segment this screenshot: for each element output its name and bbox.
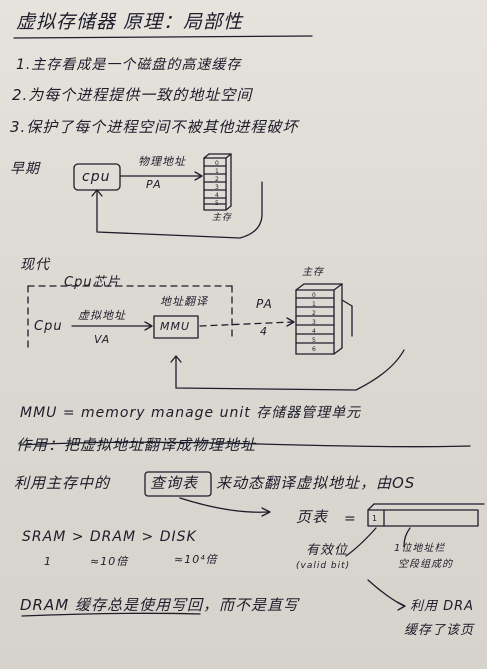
purpose-line: 作用：把虚拟地址翻译成物理地址 xyxy=(16,436,257,454)
point-1: 1.主存看成是一个磁盘的高速缓存 xyxy=(16,57,242,73)
page-table-equals: = xyxy=(344,511,357,527)
modern-pa-label: PA xyxy=(256,297,273,311)
page-table-label: 页表 xyxy=(296,508,329,526)
early-slot-0: 0 xyxy=(215,160,219,167)
early-pa-arrowhead xyxy=(194,171,203,181)
valid-bit-arrow xyxy=(345,527,377,557)
modern-slot-labels: 0 1 2 3 4 5 6 xyxy=(312,291,320,354)
early-loop-line xyxy=(96,181,263,239)
early-loop-arrowhead xyxy=(91,189,103,197)
early-slot-5: 5 xyxy=(215,200,219,207)
point-2: 2.为每个进程提供一致的地址空间 xyxy=(12,86,253,104)
mmu-label: MMU xyxy=(160,320,191,333)
right-note-line-1: 利用 DRA xyxy=(410,599,475,614)
early-main-memory-label: 主存 xyxy=(212,213,233,223)
early-physical-address-label: 物理地址 xyxy=(138,155,186,168)
early-memory-stack xyxy=(203,153,232,211)
page-table-arrow xyxy=(179,497,269,513)
early-pa-label: PA xyxy=(146,178,162,191)
page-table-row xyxy=(367,503,485,527)
va-label: VA xyxy=(94,333,111,346)
modern-slot-5: 5 xyxy=(312,337,316,344)
cpu-chip-label: Cpu芯片 xyxy=(64,275,121,290)
right-note-arrowhead xyxy=(396,601,406,611)
lookup-table-label: 查询表 xyxy=(150,474,199,492)
modern-slot-3: 3 xyxy=(312,319,316,326)
ratio-ten-thousand: ≈10⁴倍 xyxy=(174,553,218,566)
addr-field-arrow xyxy=(403,527,411,547)
ratio-one: 1 xyxy=(44,555,52,568)
title-underline xyxy=(13,35,313,39)
addr-field-label-1: 1位地址栏 xyxy=(394,543,446,554)
dram-note: DRAM 缓存总是使用写回，而不是直写 xyxy=(20,596,299,614)
modern-slot-6: 6 xyxy=(312,346,316,353)
usage-suffix: 来动态翻译虚拟地址，由OS xyxy=(216,474,416,492)
dram-underline xyxy=(21,612,201,617)
modern-slot-0: 0 xyxy=(312,292,316,299)
modern-loop-arrowhead xyxy=(170,355,182,363)
early-slot-3: 3 xyxy=(215,184,219,191)
page-title: 虚拟存储器 原理：局部性 xyxy=(16,11,244,33)
purpose-underline xyxy=(19,441,471,448)
addr-field-label-2: 空段组成的 xyxy=(398,559,453,570)
right-note-line-2: 缓存了该页 xyxy=(404,623,475,638)
sram-comparison: SRAM > DRAM > DISK xyxy=(22,529,197,545)
modern-label: 现代 xyxy=(20,257,50,273)
modern-cpu-label: Cpu xyxy=(34,319,63,334)
virtual-address-label: 虚拟地址 xyxy=(78,309,126,322)
mmu-box xyxy=(153,315,199,339)
early-slot-labels: 0 1 2 3 4 5 xyxy=(215,160,223,208)
lookup-table-box xyxy=(144,471,212,497)
early-slot-1: 1 xyxy=(215,168,219,175)
translation-label: 地址翻译 xyxy=(160,295,208,308)
pa-arrow xyxy=(199,321,293,327)
modern-slot-4: 4 xyxy=(312,328,316,335)
usage-prefix: 利用主存中的 xyxy=(14,474,111,492)
ratio-ten: ≈10倍 xyxy=(90,555,129,568)
modern-memory-stack xyxy=(295,283,353,355)
modern-slot-2: 2 xyxy=(312,310,316,317)
early-cpu-label: cpu xyxy=(82,169,111,185)
modern-pa-value: 4 xyxy=(260,325,268,338)
modern-slot-1: 1 xyxy=(312,301,316,308)
page-table-arrowhead xyxy=(261,507,271,517)
modern-loop-line xyxy=(175,349,405,391)
valid-bit-en-label: (valid bit) xyxy=(296,561,351,571)
pa-arrowhead xyxy=(286,317,295,327)
early-slot-4: 4 xyxy=(215,192,219,199)
early-label: 早期 xyxy=(10,161,40,177)
point-3: 3.保护了每个进程空间不被其他进程破坏 xyxy=(10,118,299,136)
modern-main-memory-label: 主存 xyxy=(302,267,324,278)
va-arrowhead xyxy=(144,321,153,331)
mmu-definition: MMU = memory manage unit 存储器管理单元 xyxy=(20,405,362,421)
valid-bit-label: 有效位 xyxy=(306,543,349,558)
early-slot-2: 2 xyxy=(215,176,219,183)
page-table-cell-value: 1 xyxy=(372,514,377,523)
